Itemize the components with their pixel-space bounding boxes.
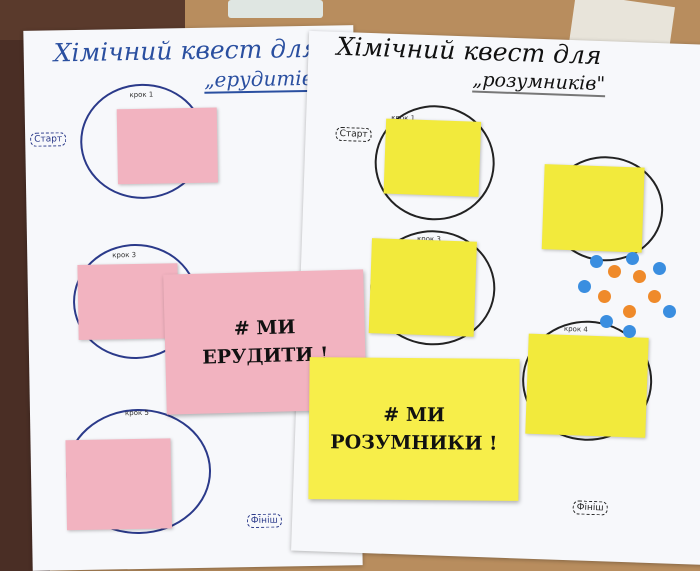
envelope — [65, 438, 173, 531]
poster-subtitle: „ерудитів" — [203, 65, 323, 94]
ball — [600, 315, 613, 328]
ball — [598, 290, 611, 303]
envelope — [116, 107, 218, 185]
ball — [626, 252, 639, 265]
envelope — [368, 238, 477, 337]
finish-label: Фініш — [246, 513, 282, 529]
envelope — [383, 118, 482, 197]
ball — [663, 305, 676, 318]
ball — [578, 280, 591, 293]
ball — [633, 270, 646, 283]
card-line: # МИ — [383, 403, 445, 426]
ball — [653, 262, 666, 275]
ball — [590, 255, 603, 268]
ball — [623, 325, 636, 338]
step-label: крок 1 — [129, 90, 154, 100]
finish-label: Фініш — [572, 500, 608, 516]
card-line: РОЗУМНИКИ ! — [330, 431, 498, 455]
yellow-card: # МИ РОЗУМНИКИ ! — [308, 357, 520, 501]
ball — [648, 290, 661, 303]
box-object — [228, 0, 323, 18]
envelope — [541, 164, 645, 253]
step-label: крок 3 — [112, 250, 137, 260]
poster-subtitle: „розумників" — [472, 68, 606, 98]
molecule-model — [578, 250, 678, 340]
poster-title: Хімічний квест для — [53, 33, 319, 68]
envelope — [525, 333, 649, 438]
start-label: Старт — [30, 132, 67, 147]
poster-title: Хімічний квест для — [336, 31, 602, 71]
ball — [608, 265, 621, 278]
start-label: Старт — [335, 126, 372, 143]
card-line: # МИ — [233, 315, 296, 340]
step-label: крок 5 — [124, 408, 149, 418]
ball — [623, 305, 636, 318]
